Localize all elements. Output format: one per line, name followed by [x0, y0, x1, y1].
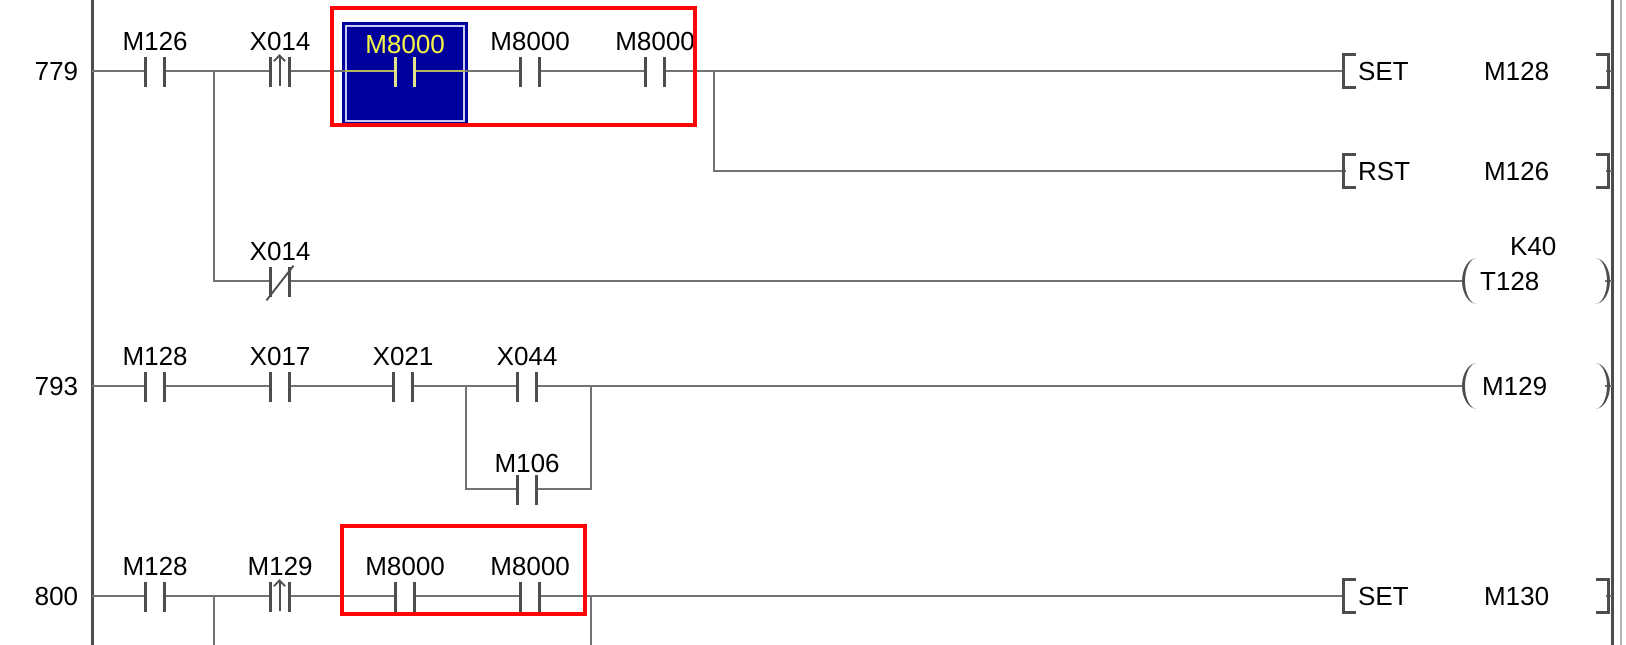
instruction-device[interactable]: M130	[1484, 581, 1550, 611]
device-label: X014	[249, 236, 311, 266]
device-label: X021	[372, 341, 434, 371]
device-label-selected: M8000	[365, 29, 445, 59]
instruction-bracket-left-icon	[1342, 153, 1356, 189]
contact-normally-open[interactable]	[519, 582, 541, 612]
right-power-rail	[1611, 0, 1614, 645]
contact-normally-open[interactable]	[516, 475, 538, 505]
wire	[713, 70, 715, 172]
instruction-bracket-left-icon	[1342, 53, 1356, 89]
window-edge-line	[1620, 0, 1622, 645]
rung-number: 800	[34, 581, 78, 611]
device-label: X044	[496, 341, 558, 371]
coil-paren-right-icon	[1595, 363, 1610, 409]
wire	[213, 70, 215, 282]
device-label: M8000	[615, 26, 695, 56]
instruction-op[interactable]: SET	[1358, 581, 1409, 611]
contact-normally-open[interactable]	[144, 372, 166, 402]
wire	[590, 385, 592, 490]
highlight-box-rung779	[330, 6, 697, 127]
contact-normally-open[interactable]	[519, 57, 541, 87]
contact-normally-open[interactable]	[144, 57, 166, 87]
device-label: M128	[122, 551, 188, 581]
rising-edge-arrow-icon	[279, 582, 281, 611]
coil-device[interactable]: T128	[1480, 266, 1540, 296]
coil-paren-left-icon	[1462, 363, 1477, 409]
contact-normally-closed[interactable]	[265, 265, 295, 301]
rising-edge-arrowhead-icon	[273, 579, 286, 592]
wire	[590, 595, 592, 645]
contact-normally-open[interactable]	[144, 582, 166, 612]
device-label: M106	[494, 448, 560, 478]
wire	[214, 280, 1465, 282]
device-label: M128	[122, 341, 188, 371]
rising-edge-arrowhead-icon	[273, 54, 286, 67]
instruction-bracket-right-icon	[1596, 153, 1610, 189]
device-label: M129	[247, 551, 313, 581]
coil-operand: K40	[1510, 231, 1557, 261]
device-label: M8000	[490, 26, 570, 56]
device-label: M126	[122, 26, 188, 56]
wire	[92, 70, 1345, 72]
contact-rising-edge[interactable]	[269, 579, 291, 612]
instruction-op[interactable]: RST	[1358, 156, 1410, 186]
device-label: M8000	[490, 551, 570, 581]
rising-edge-arrow-icon	[279, 57, 281, 86]
contact-normally-open[interactable]	[269, 372, 291, 402]
wire	[92, 385, 1465, 387]
device-label: X014	[249, 26, 311, 56]
left-power-rail	[91, 0, 94, 645]
instruction-bracket-right-icon	[1596, 53, 1610, 89]
instruction-bracket-right-icon	[1596, 578, 1610, 614]
device-label: M8000	[365, 551, 445, 581]
contact-normally-open[interactable]	[516, 372, 538, 402]
wire	[465, 385, 467, 490]
contact-rising-edge[interactable]	[269, 54, 291, 87]
wire	[92, 595, 1345, 597]
contact-normally-open[interactable]	[392, 372, 414, 402]
instruction-device[interactable]: M126	[1484, 156, 1550, 186]
instruction-device[interactable]: M128	[1484, 56, 1550, 86]
rung-number: 779	[34, 56, 78, 86]
contact-normally-open[interactable]	[644, 57, 666, 87]
contact-normally-open[interactable]	[394, 582, 416, 612]
coil-paren-right-icon	[1595, 258, 1610, 304]
wire	[714, 170, 1346, 172]
normally-closed-slash-icon	[265, 265, 295, 301]
coil-device[interactable]: M129	[1482, 371, 1548, 401]
wire	[213, 595, 215, 645]
instruction-bracket-left-icon	[1342, 578, 1356, 614]
highlight-box-rung800	[340, 524, 587, 616]
contact-normally-open-selected[interactable]	[394, 57, 416, 87]
coil-paren-left-icon	[1462, 258, 1477, 304]
instruction-op[interactable]: SET	[1358, 56, 1409, 86]
rung-number: 793	[34, 371, 78, 401]
device-label: X017	[249, 341, 311, 371]
